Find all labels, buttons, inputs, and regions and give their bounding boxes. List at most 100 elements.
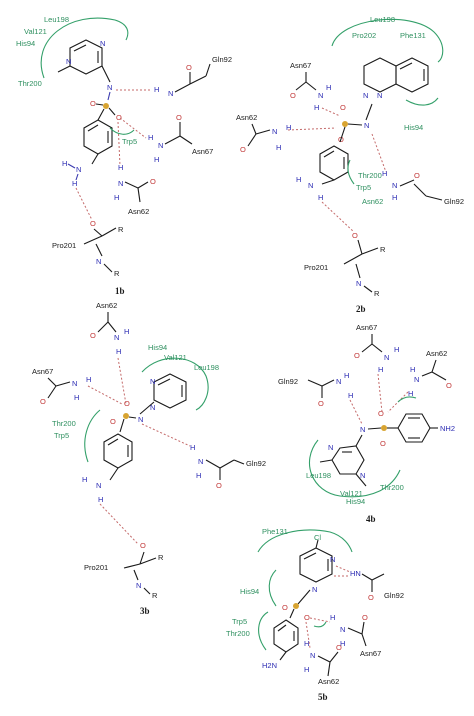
- svg-text:Thr200: Thr200: [380, 483, 404, 492]
- svg-text:N: N: [414, 375, 419, 384]
- svg-text:H: H: [276, 143, 281, 152]
- pyrimidine-ring: [153, 373, 187, 409]
- svg-text:O: O: [414, 171, 420, 180]
- svg-text:N: N: [118, 179, 123, 188]
- svg-text:Asn62: Asn62: [96, 301, 117, 310]
- sulfur-atom: [103, 103, 109, 109]
- svg-text:N: N: [100, 39, 105, 48]
- svg-text:H: H: [340, 639, 345, 648]
- svg-text:H: H: [196, 471, 201, 480]
- pyrimidine-ring: [331, 445, 365, 475]
- quinoxaline-ring-a: [363, 57, 397, 93]
- svg-text:N: N: [310, 651, 315, 660]
- svg-text:H: H: [286, 123, 291, 132]
- svg-text:H: H: [154, 155, 159, 164]
- svg-text:N: N: [330, 555, 335, 564]
- panel-label-5b: 5b: [318, 692, 328, 702]
- svg-text:Asn67: Asn67: [32, 367, 53, 376]
- hbond-pro201: [75, 187, 93, 221]
- quinoxaline-ring-b: [395, 57, 429, 93]
- svg-text:Trp5: Trp5: [122, 137, 137, 146]
- svg-text:N: N: [363, 91, 368, 100]
- svg-text:Leu198: Leu198: [306, 471, 331, 480]
- panel-2b: N N N O O N H H Asn67 O N H H Asn62 O N …: [236, 15, 464, 314]
- svg-text:N: N: [336, 377, 341, 386]
- svg-text:O: O: [140, 541, 146, 550]
- sulfur-atom: [293, 603, 299, 609]
- svg-text:Thr200: Thr200: [18, 79, 42, 88]
- svg-text:O: O: [116, 113, 122, 122]
- trp5-arc-1b: [109, 127, 135, 135]
- svg-text:Leu198: Leu198: [194, 363, 219, 372]
- hydrophobic-arc-1b: [40, 17, 129, 79]
- svg-text:R: R: [114, 269, 120, 278]
- methyl-bond: [57, 65, 71, 73]
- svg-text:Trp5: Trp5: [356, 183, 371, 192]
- svg-text:Thr200: Thr200: [358, 171, 382, 180]
- svg-text:Pro202: Pro202: [352, 31, 376, 40]
- svg-text:His94: His94: [148, 343, 167, 352]
- thr200-arc-2b: [347, 159, 355, 185]
- svg-text:N: N: [96, 481, 101, 490]
- svg-text:H: H: [116, 347, 121, 356]
- svg-text:O: O: [380, 439, 386, 448]
- svg-text:O: O: [90, 331, 96, 340]
- svg-text:Asn62: Asn62: [362, 197, 383, 206]
- sulfur-atom: [123, 413, 129, 419]
- svg-text:H: H: [408, 389, 413, 398]
- svg-text:Pro201: Pro201: [52, 241, 76, 250]
- svg-text:O: O: [216, 481, 222, 490]
- svg-text:N: N: [138, 415, 143, 424]
- svg-text:H: H: [118, 163, 123, 172]
- svg-text:N: N: [150, 403, 155, 412]
- svg-text:O: O: [110, 417, 116, 426]
- svg-text:Asn62: Asn62: [236, 113, 257, 122]
- svg-text:Asn62: Asn62: [318, 677, 339, 686]
- svg-text:R: R: [158, 553, 164, 562]
- svg-text:Asn67: Asn67: [356, 323, 377, 332]
- svg-text:N: N: [66, 57, 71, 66]
- svg-text:NH2: NH2: [440, 424, 455, 433]
- hbond-asn62: [117, 121, 121, 167]
- svg-text:Asn67: Asn67: [192, 147, 213, 156]
- svg-text:N: N: [96, 257, 101, 266]
- svg-text:R: R: [374, 289, 380, 298]
- svg-text:H: H: [98, 495, 103, 504]
- thr200-arc-3b: [84, 409, 101, 463]
- svg-text:O: O: [124, 399, 130, 408]
- svg-text:H2N: H2N: [262, 661, 277, 670]
- svg-text:N: N: [318, 91, 323, 100]
- svg-text:N: N: [308, 181, 313, 190]
- svg-text:H: H: [82, 475, 87, 484]
- svg-text:Asn67: Asn67: [290, 61, 311, 70]
- svg-text:Phe131: Phe131: [400, 31, 426, 40]
- his94-arc-2b: [405, 97, 439, 106]
- svg-text:O: O: [290, 91, 296, 100]
- svg-text:O: O: [240, 145, 246, 154]
- svg-text:H: H: [296, 175, 301, 184]
- svg-text:N: N: [158, 141, 163, 150]
- arc-asn67-5b: [313, 621, 327, 628]
- panel-5b: Cl N N O O H2N HN O Gln92 H N H O Asn67 …: [226, 527, 404, 702]
- svg-text:Val121: Val121: [340, 489, 363, 498]
- svg-text:N: N: [150, 377, 155, 386]
- svg-text:O: O: [40, 397, 46, 406]
- svg-text:O: O: [176, 113, 182, 122]
- his94-arc-5b: [268, 569, 277, 607]
- svg-text:O: O: [90, 99, 96, 108]
- svg-text:H: H: [326, 83, 331, 92]
- svg-text:O: O: [282, 603, 288, 612]
- svg-text:N: N: [72, 379, 77, 388]
- svg-text:N: N: [168, 89, 173, 98]
- svg-text:Pro201: Pro201: [84, 563, 108, 572]
- svg-text:Thr200: Thr200: [226, 629, 250, 638]
- svg-text:H: H: [330, 613, 335, 622]
- svg-text:R: R: [152, 591, 158, 600]
- svg-text:O: O: [368, 593, 374, 602]
- svg-text:O: O: [90, 219, 96, 228]
- svg-text:Gln92: Gln92: [212, 55, 232, 64]
- svg-text:H: H: [348, 391, 353, 400]
- svg-text:H: H: [124, 327, 129, 336]
- svg-text:O: O: [186, 63, 192, 72]
